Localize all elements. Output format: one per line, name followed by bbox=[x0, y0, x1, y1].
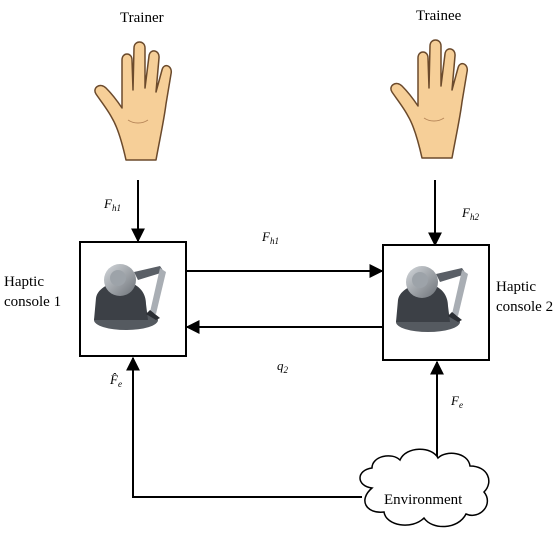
console-2-label-line1: Haptic bbox=[496, 279, 536, 295]
fe-label: Fe bbox=[450, 393, 463, 410]
console-1-label-line2: console 1 bbox=[4, 294, 61, 310]
trainee-hand-icon bbox=[390, 39, 469, 159]
environment-cloud-icon bbox=[359, 448, 490, 528]
console-1-label-line1: Haptic bbox=[4, 274, 44, 290]
trainer-hand-icon bbox=[94, 41, 173, 161]
fe-hat-label: F̂e bbox=[109, 372, 122, 389]
trainer-label: Trainer bbox=[120, 10, 164, 26]
fe-hat-feedback-arrow bbox=[126, 356, 362, 498]
environment-label: Environment bbox=[384, 492, 463, 508]
trainee-label: Trainee bbox=[416, 8, 462, 24]
q2-label: q2 bbox=[277, 358, 289, 375]
fh1-left-label: Fh1 bbox=[103, 196, 121, 213]
fh2-right-label: Fh2 bbox=[461, 205, 479, 222]
fh1-top-label: Fh1 bbox=[261, 229, 279, 246]
console-2-label-line2: console 2 bbox=[496, 299, 553, 315]
